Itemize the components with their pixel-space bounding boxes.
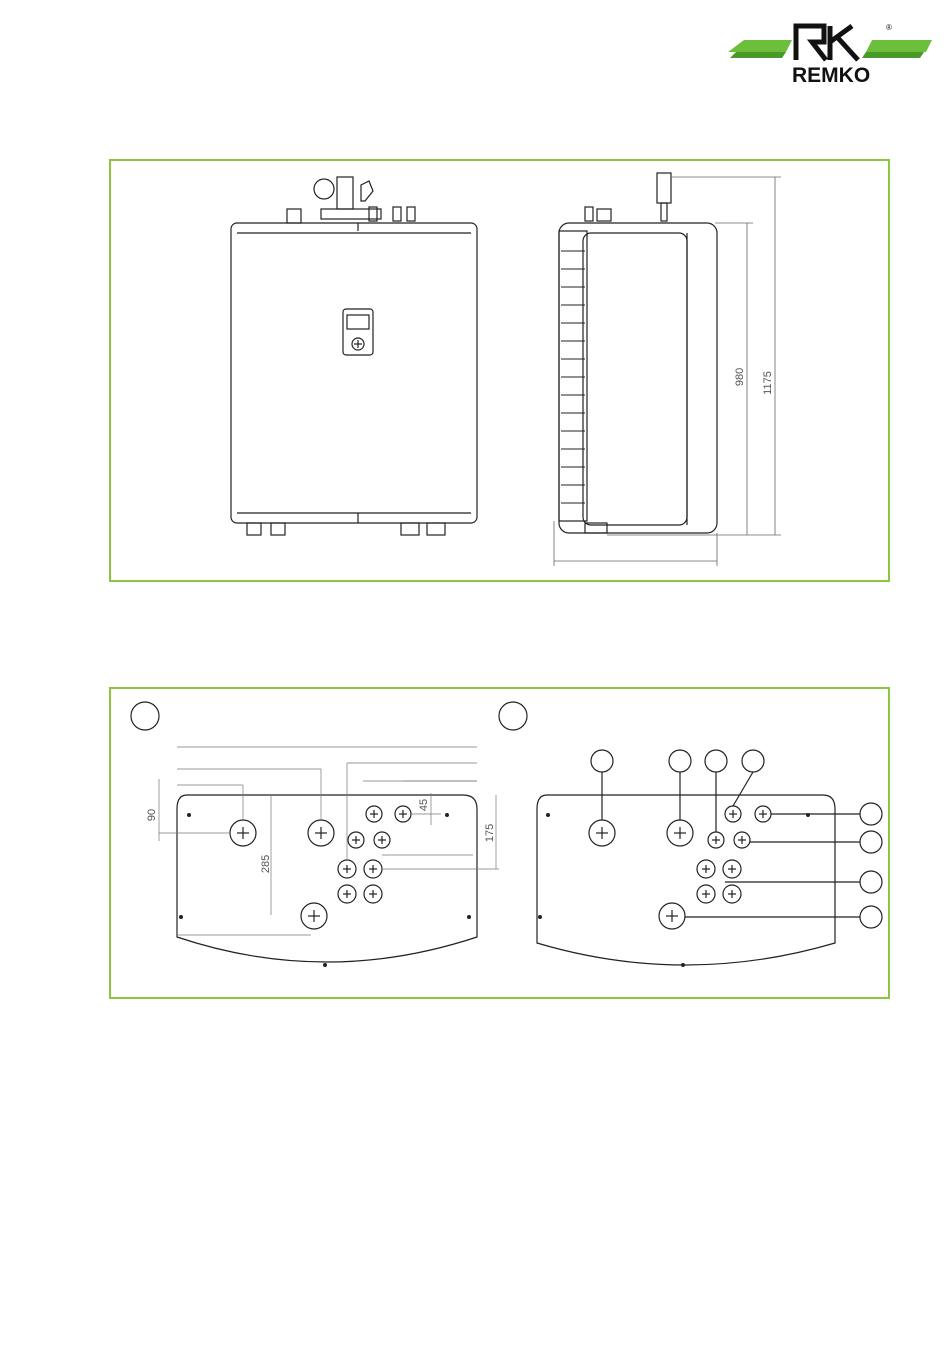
dim-height-body: 980 — [734, 368, 746, 386]
registered-mark: ® — [886, 23, 892, 32]
left-base-plan — [177, 795, 477, 962]
dim-45: 45 — [418, 799, 430, 811]
dim-175: 175 — [484, 824, 496, 842]
brand-name: REMKO — [792, 64, 870, 87]
remko-logo: REMKO ® — [726, 18, 946, 90]
front-view — [231, 177, 477, 535]
dim-90: 90 — [146, 809, 158, 821]
elevation-drawing: 1175 980 — [111, 161, 892, 584]
right-base-plan — [537, 750, 882, 965]
section-marker-a — [131, 702, 159, 730]
dim-285: 285 — [260, 855, 272, 873]
side-view — [559, 173, 717, 533]
base-plan-drawing: 90 45 175 285 — [111, 689, 892, 1001]
base-plan-panel: 90 45 175 285 — [109, 687, 890, 999]
section-marker-b — [499, 702, 527, 730]
elevation-panel: 1175 980 — [109, 159, 890, 582]
dim-height-total: 1175 — [762, 371, 774, 395]
